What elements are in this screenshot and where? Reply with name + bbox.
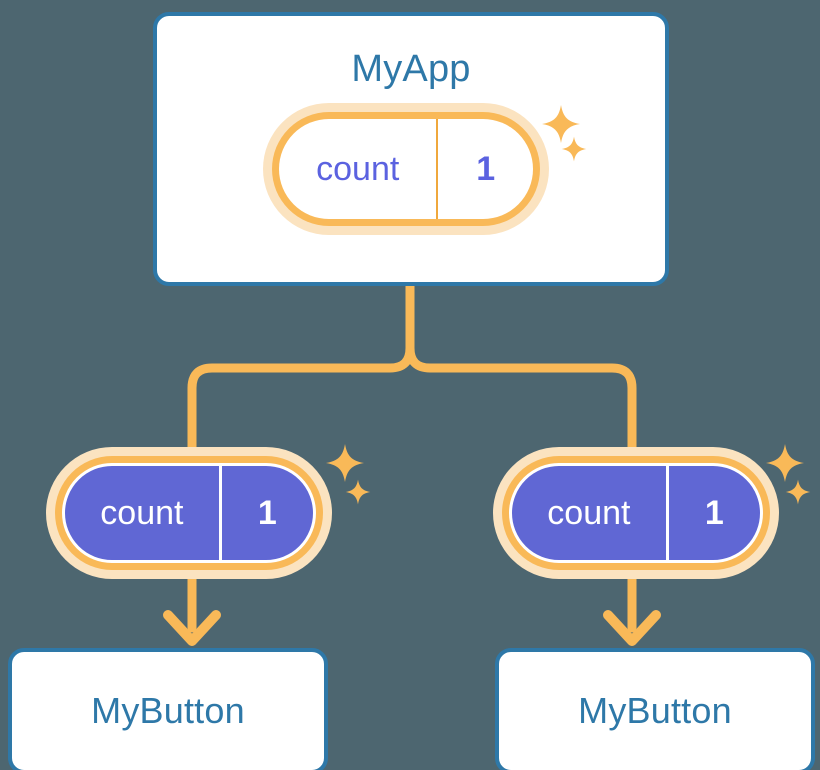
page-title: MyApp: [351, 48, 471, 90]
state-pill-inner: count 1: [279, 119, 533, 219]
sparkle-icon: [325, 443, 365, 483]
component-card-mybutton-left[interactable]: MyButton: [8, 648, 328, 770]
sparkle-icon: [785, 479, 811, 505]
connector-branch-left: [187, 343, 415, 457]
state-value-label: 1: [665, 466, 760, 560]
component-card-mybutton-right[interactable]: MyButton: [495, 648, 815, 770]
state-pill-myapp[interactable]: count 1: [272, 112, 540, 226]
state-key-label: count: [547, 493, 631, 532]
sparkle-icon: [765, 443, 805, 483]
state-key-label: count: [100, 493, 184, 532]
arrow-head-right: [603, 610, 661, 646]
component-label: MyButton: [91, 690, 245, 731]
state-value-label: 1: [436, 119, 533, 219]
component-label: MyButton: [578, 690, 732, 731]
state-pill-child-right[interactable]: count 1: [502, 456, 770, 570]
connector-branch-right: [405, 343, 637, 457]
state-pill-inner: count 1: [509, 463, 763, 563]
state-key-label: count: [316, 149, 400, 188]
state-value-label: 1: [218, 466, 313, 560]
state-pill-inner: count 1: [62, 463, 316, 563]
sparkle-icon: [345, 479, 371, 505]
state-pill-child-left[interactable]: count 1: [55, 456, 323, 570]
arrow-head-left: [163, 610, 221, 646]
